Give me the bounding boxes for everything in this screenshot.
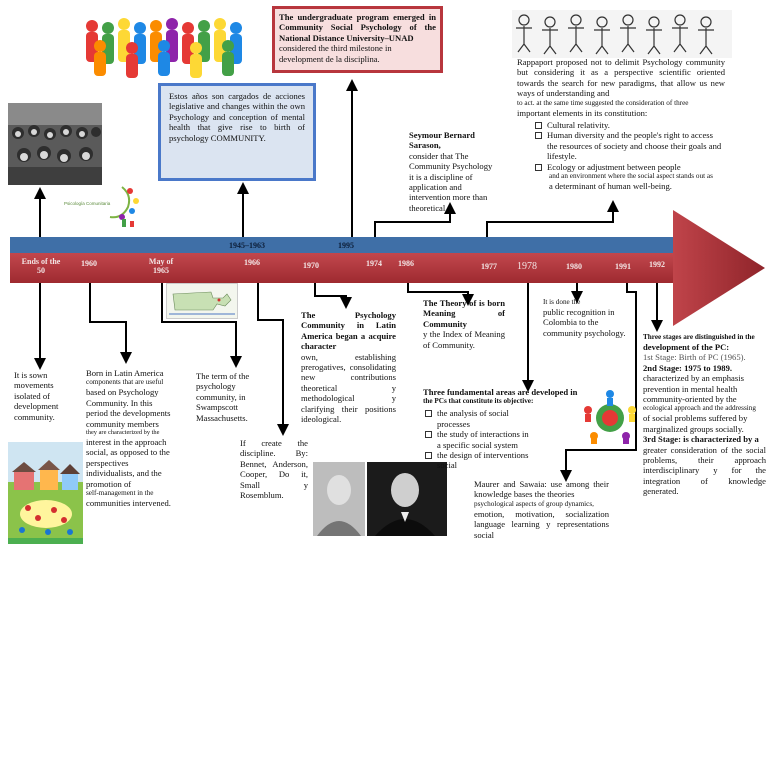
stage-2-small: ecological approach and the addressing <box>643 404 756 413</box>
born-latin-title: Born in Latin America <box>86 368 164 378</box>
stage-3-title: 3rd Stage: is characterized by a <box>643 434 759 445</box>
stage-2-end: of social problems suffered by marginali… <box>643 413 748 434</box>
village-drawing-image <box>8 442 83 544</box>
stages-block: Three stages are distinguished in the de… <box>643 333 766 497</box>
year-label: 1991 <box>615 262 631 271</box>
year-label: 1978 <box>517 261 537 272</box>
maurer-text: Maurer and Sawaia: use among their knowl… <box>474 479 609 500</box>
three-areas-item: the study of interactions in a specific … <box>423 429 533 450</box>
portraits-image <box>313 462 447 536</box>
rappaport-item: Ecology or adjustment between people <box>533 162 725 172</box>
three-areas-block: Three fundamental areas are developed in… <box>423 387 588 471</box>
paper-figures-image <box>512 10 732 58</box>
stage-1: 1st Stage: Birth of PC (1965). <box>643 352 746 363</box>
latin-america-text: own, establishing prerogatives, consolid… <box>301 351 396 425</box>
year-label: 1960 <box>81 259 97 268</box>
born-latin-text-2: interest in the approach social, as oppo… <box>86 437 170 489</box>
year-label: 1974 <box>366 259 382 268</box>
born-latin-text-3: communities intervened. <box>86 498 171 509</box>
theory-title: The Theory of is born Meaning of Communi… <box>423 298 505 329</box>
sarason-name: Seymour Bernard Sarason, <box>409 130 475 151</box>
people-crowd-image <box>82 12 252 78</box>
born-latin-text: based on Psychology Community. In this p… <box>86 387 171 429</box>
year-label: May of 1965 <box>148 257 174 275</box>
stage-2-title: 2nd Stage: 1975 to 1989. <box>643 362 733 373</box>
colombia-text: public recognition in Colombia to the co… <box>543 307 626 338</box>
year-label: 1970 <box>303 261 319 270</box>
rappaport-items-small: and an environment where the social aspe… <box>549 172 713 181</box>
theory-block: The Theory of is born Meaning of Communi… <box>423 298 505 350</box>
birth-box: Estos años son cargados de acciones legi… <box>158 83 316 181</box>
community-logo: Psicología Comunitaria <box>64 183 148 233</box>
born-latin-small-3: self-management in the <box>86 489 154 498</box>
maurer-block: Maurer and Sawaia: use among their knowl… <box>474 479 609 540</box>
year-label: 1977 <box>481 262 497 271</box>
unad-title: The undergraduate program emerged in Com… <box>279 12 436 43</box>
sarason-text: consider that The Community Psychology <box>409 150 493 172</box>
year-label: Ends of the 50 <box>21 257 61 275</box>
sarason-block: Seymour Bernard Sarason, consider that T… <box>409 130 497 213</box>
three-areas-item: the design of interventions social <box>423 450 533 471</box>
year-label: 1966 <box>244 258 260 267</box>
three-areas-list: the analysis of social processes the stu… <box>423 408 533 470</box>
stages-title: development of the PC: <box>643 342 730 352</box>
sarason-text-2: it is a discipline of application and in… <box>409 171 488 213</box>
three-areas-subtitle: the PCs that constitute its objective: <box>423 397 534 406</box>
year-label-top: 1945–1963 <box>229 241 265 250</box>
born-latin-small-2: they are characterized by the <box>86 429 160 437</box>
maurer-small: psychological aspects of group dynamics, <box>474 499 594 508</box>
three-areas-item: the analysis of social processes <box>423 408 533 429</box>
group-photo-image <box>8 103 102 185</box>
rappaport-end: important elements in its constitution: <box>517 107 648 118</box>
theory-text: y the Index of Meaning of Community. <box>423 329 505 350</box>
unad-text: considered the third milestone in develo… <box>279 43 392 64</box>
rappaport-block: Rappaport proposed not to delimit Psycho… <box>517 57 725 191</box>
create-discipline-text: If create the discipline. By: Bennet, An… <box>240 438 308 501</box>
sown-text: It is sown movements isolated of develop… <box>14 370 59 422</box>
timeline-arrow <box>10 210 765 326</box>
colombia-block: It is done the public recognition in Col… <box>543 298 633 338</box>
three-areas-title: Three fundamental areas are developed in <box>423 387 578 397</box>
rappaport-items-end: a determinant of human well-being. <box>549 181 672 192</box>
unad-box: The undergraduate program emerged in Com… <box>272 6 443 73</box>
latin-america-block: The Psychology Community in Latin Americ… <box>301 310 396 424</box>
rappaport-intro: Rappaport proposed not to delimit Psycho… <box>517 57 725 99</box>
latin-america-title: The Psychology Community in Latin Americ… <box>301 310 396 352</box>
rappaport-list: Cultural relativity. Human diversity and… <box>533 120 725 172</box>
logo-caption: Psicología Comunitaria <box>64 201 111 206</box>
year-label: 1986 <box>398 259 414 268</box>
maurer-end: emotion, motivation, socialization langu… <box>474 508 609 540</box>
stage-3-text: greater consideration of the social prob… <box>643 444 766 497</box>
massachusetts-map-image <box>166 283 238 319</box>
rappaport-item: Cultural relativity. <box>533 120 725 130</box>
stage-2-text: characterized by an emphasis prevention … <box>643 373 744 405</box>
people-circle-image <box>580 388 640 446</box>
born-latin-small: components that are useful <box>86 378 164 387</box>
rappaport-small: to act. at the same time suggested the c… <box>517 98 689 107</box>
born-latin-block: Born in Latin America components that ar… <box>86 368 176 508</box>
year-label: 1980 <box>566 262 582 271</box>
stages-small: Three stages are distinguished in the <box>643 333 755 341</box>
rappaport-item: Human diversity and the people's right t… <box>533 130 725 161</box>
colombia-small: It is done the <box>543 298 581 306</box>
year-label: 1992 <box>649 260 665 269</box>
year-label-top: 1995 <box>338 241 354 250</box>
swampscott-text: The term of the psychology community, in… <box>196 371 250 423</box>
